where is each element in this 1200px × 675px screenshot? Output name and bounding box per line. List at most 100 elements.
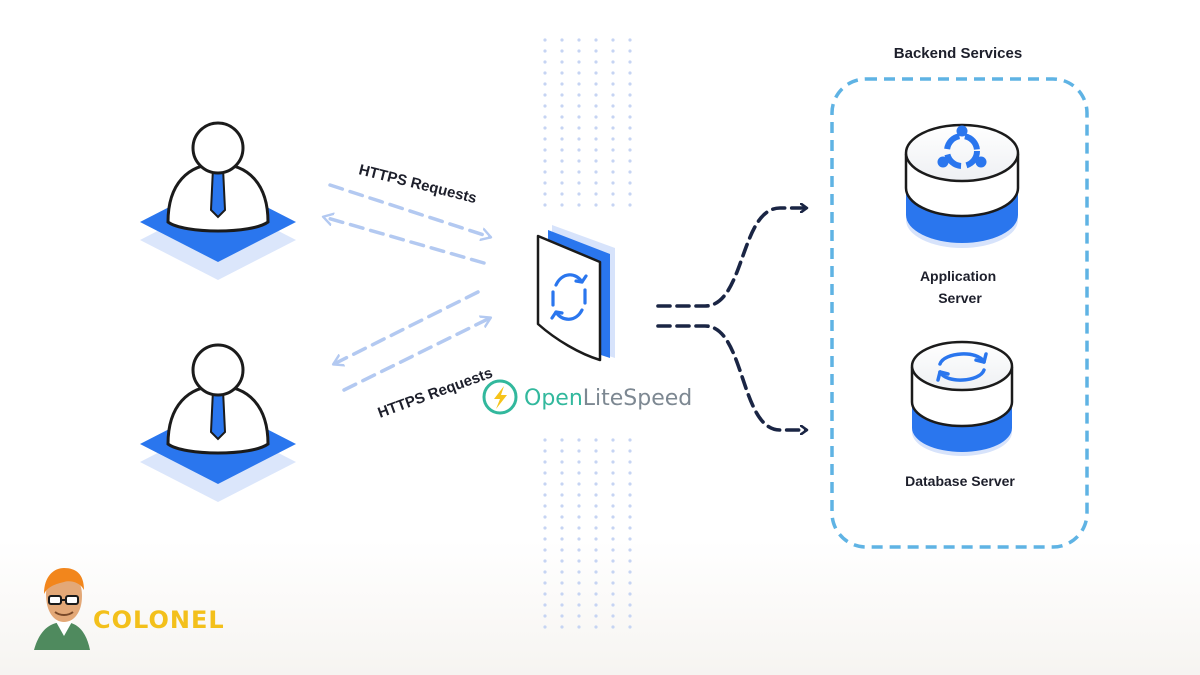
band-dot [594, 548, 598, 552]
band-dot [611, 504, 615, 508]
band-dot [628, 104, 632, 108]
band-dot [560, 537, 564, 541]
band-dot [543, 493, 547, 497]
band-dot [628, 38, 632, 42]
band-dot [577, 460, 581, 464]
band-dot [577, 137, 581, 141]
band-dot [560, 38, 564, 42]
band-dot [611, 570, 615, 574]
band-dot [594, 93, 598, 97]
band-dot [543, 614, 547, 618]
band-dot [611, 104, 615, 108]
band-dot [543, 592, 547, 596]
band-dot [611, 438, 615, 442]
band-dot [560, 181, 564, 185]
band-dot [543, 181, 547, 185]
band-dot [594, 137, 598, 141]
band-dot [543, 192, 547, 196]
band-dot [594, 581, 598, 585]
band-dot [611, 126, 615, 130]
band-dot [611, 603, 615, 607]
band-dot [543, 137, 547, 141]
band-dot [611, 60, 615, 64]
band-dot [577, 104, 581, 108]
band-dot [577, 148, 581, 152]
application-server-label-line2: Server [938, 290, 982, 306]
band-dot [628, 203, 632, 207]
band-dot [543, 115, 547, 119]
band-dot [577, 159, 581, 163]
band-dot [543, 559, 547, 563]
user-bottom-icon [140, 343, 296, 502]
band-dot [577, 438, 581, 442]
band-dot [628, 482, 632, 486]
band-dot [594, 203, 598, 207]
band-dot [543, 60, 547, 64]
band-dot [628, 515, 632, 519]
arrow-to-app-server [656, 208, 806, 308]
band-dot [594, 192, 598, 196]
band-dot [577, 570, 581, 574]
band-dot [543, 504, 547, 508]
band-dot [560, 203, 564, 207]
backend-services-box [830, 77, 1089, 549]
band-dot [594, 126, 598, 130]
band-dot [611, 526, 615, 530]
request-arrows-top [324, 183, 490, 265]
band-dot [628, 493, 632, 497]
band-dot [611, 93, 615, 97]
band-dot [594, 482, 598, 486]
dotted-band-top [543, 38, 632, 207]
band-dot [577, 181, 581, 185]
band-dot [543, 482, 547, 486]
band-dot [628, 526, 632, 530]
band-dot [577, 537, 581, 541]
band-dot [628, 60, 632, 64]
band-dot [560, 504, 564, 508]
band-dot [611, 537, 615, 541]
band-dot [577, 526, 581, 530]
band-dot [594, 515, 598, 519]
sync-icon [936, 352, 988, 382]
band-dot [594, 60, 598, 64]
band-dot [611, 449, 615, 453]
band-dot [560, 438, 564, 442]
band-dot [628, 126, 632, 130]
ubuntu-icon [937, 125, 987, 169]
band-dot [577, 592, 581, 596]
band-dot [560, 93, 564, 97]
band-dot [611, 471, 615, 475]
openlitespeed-logo: OpenLiteSpeed [482, 379, 692, 415]
band-dot [560, 148, 564, 152]
band-dot [611, 559, 615, 563]
band-dot [594, 603, 598, 607]
band-dot [594, 526, 598, 530]
band-dot [628, 148, 632, 152]
band-dot [543, 71, 547, 75]
band-dot [577, 482, 581, 486]
band-dot [577, 449, 581, 453]
database-server-icon [910, 340, 1014, 456]
band-dot [560, 449, 564, 453]
colonel-mascot-icon [34, 568, 90, 650]
band-dot [560, 104, 564, 108]
band-dot [577, 71, 581, 75]
band-dot [577, 82, 581, 86]
band-dot [628, 49, 632, 53]
band-dot [543, 438, 547, 442]
band-dot [628, 460, 632, 464]
band-dot [628, 82, 632, 86]
band-dot [577, 559, 581, 563]
band-dot [594, 148, 598, 152]
band-dot [577, 49, 581, 53]
band-dot [628, 71, 632, 75]
band-dot [560, 159, 564, 163]
svg-text:OpenLiteSpeed: OpenLiteSpeed [524, 386, 692, 411]
band-dot [628, 581, 632, 585]
database-server-label: Database Server [905, 473, 1015, 489]
band-dot [628, 137, 632, 141]
band-dot [628, 192, 632, 196]
band-dot [594, 537, 598, 541]
